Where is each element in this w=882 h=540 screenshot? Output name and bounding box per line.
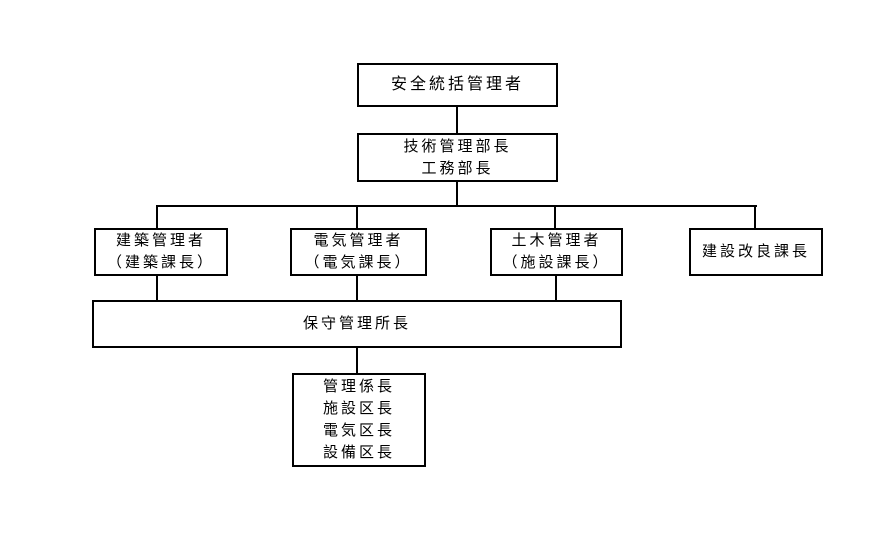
node-label: （施設課長） <box>502 254 611 271</box>
node-civil-manager: 土木管理者 （施設課長） <box>490 228 623 276</box>
node-label: 土木管理者 <box>511 232 602 249</box>
node-label: 建設改良課長 <box>701 243 810 260</box>
node-label: 電気区長 <box>322 422 395 439</box>
connector-electrical-to-maintenance <box>356 276 358 302</box>
node-electrical-manager: 電気管理者 （電気課長） <box>290 228 427 276</box>
node-maintenance-office-head: 保守管理所長 <box>92 300 622 348</box>
node-label: （建築課長） <box>106 254 215 271</box>
connector-building-to-maintenance <box>156 276 158 302</box>
node-label: 建築管理者 <box>115 232 206 249</box>
connector-safety-to-technical <box>456 106 458 134</box>
node-label: 施設区長 <box>322 400 395 417</box>
node-label: 保守管理所長 <box>302 315 411 332</box>
node-label: 電気管理者 <box>313 232 404 249</box>
node-safety-general-manager: 安全統括管理者 <box>357 63 558 107</box>
node-building-manager: 建築管理者 （建築課長） <box>94 228 228 276</box>
node-label: 技術管理部長 <box>403 137 512 155</box>
node-label: （電気課長） <box>304 254 413 271</box>
branch-bar <box>156 205 757 207</box>
connector-branch-to-electrical <box>356 205 358 230</box>
node-label: 管理係長 <box>322 378 395 395</box>
connector-maintenance-to-district-chiefs <box>356 346 358 374</box>
node-label: 安全統括管理者 <box>390 76 524 93</box>
node-technical-dept-head: 技術管理部長 工務部長 <box>357 133 558 182</box>
connector-technical-to-branch-bar <box>456 181 458 207</box>
connector-civil-to-maintenance <box>555 276 557 302</box>
connector-branch-to-civil <box>554 205 556 230</box>
node-district-chiefs: 管理係長 施設区長 電気区長 設備区長 <box>292 373 426 467</box>
connector-branch-to-building <box>156 205 158 230</box>
connector-branch-to-improvement <box>754 205 756 230</box>
node-label: 工務部長 <box>421 159 494 177</box>
node-construction-improvement-chief: 建設改良課長 <box>689 228 823 276</box>
node-label: 設備区長 <box>322 444 395 461</box>
